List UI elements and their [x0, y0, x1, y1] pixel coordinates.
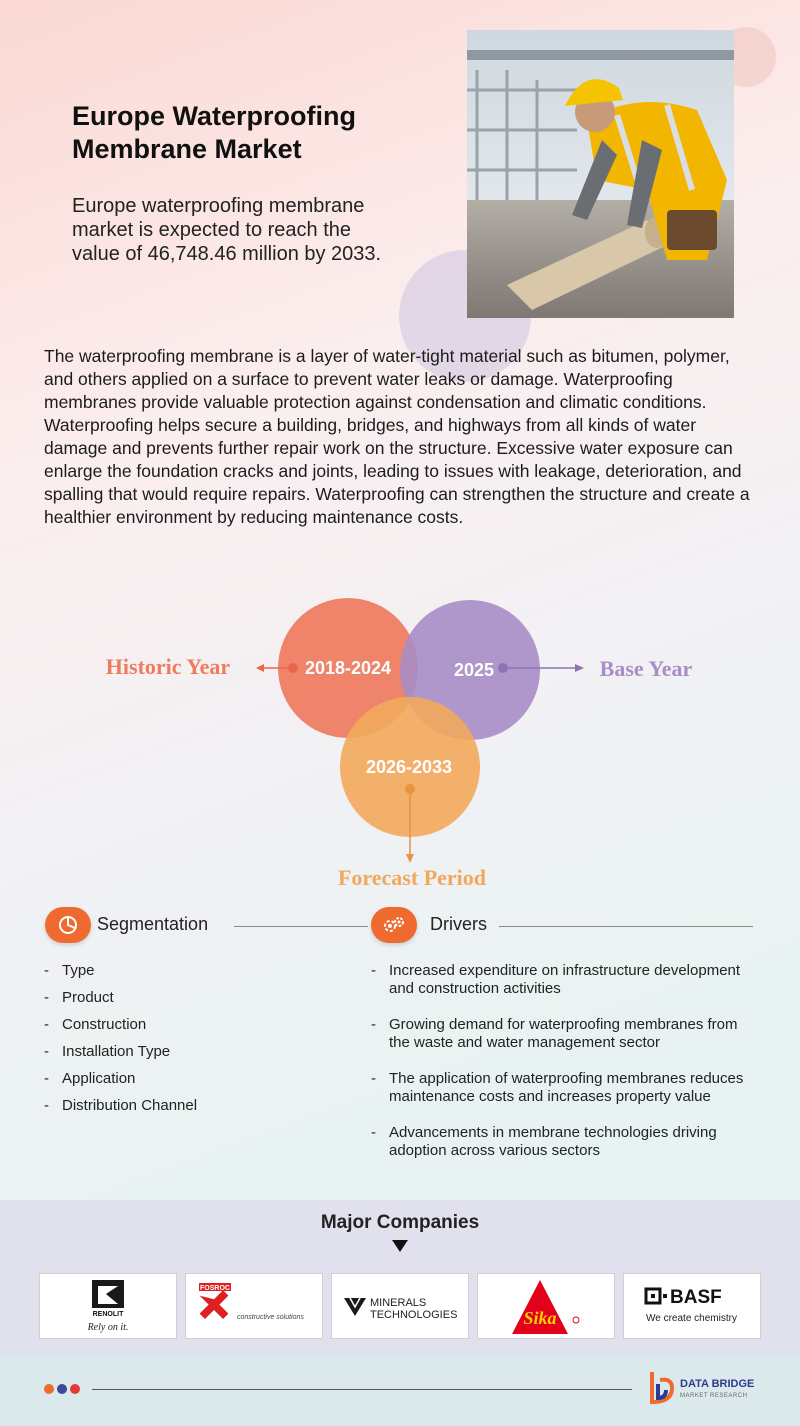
- down-arrow-icon: [392, 1240, 408, 1252]
- svg-text:MINERALS: MINERALS: [370, 1297, 426, 1309]
- svg-text:We create chemistry: We create chemistry: [646, 1313, 737, 1324]
- list-item: -The application of waterproofing membra…: [371, 1070, 744, 1105]
- svg-text:MARKET RESEARCH: MARKET RESEARCH: [680, 1393, 747, 1399]
- page-title: Europe Waterproofing Membrane Market: [72, 100, 432, 166]
- decorative-dot: [57, 1384, 67, 1394]
- worker-photo: [467, 30, 734, 318]
- list-item: -Distribution Channel: [44, 1097, 198, 1114]
- svg-text:FOSROC: FOSROC: [200, 1285, 230, 1292]
- title-line: Europe Waterproofing: [72, 101, 356, 131]
- market-summary: Europe waterproofing membrane market is …: [72, 195, 382, 265]
- divider: [499, 926, 753, 927]
- major-companies-section: Major Companies RENOLIT Rely on it. FOSR…: [0, 1200, 800, 1354]
- drivers-heading: Drivers: [430, 914, 487, 934]
- base-arrow-icon: [575, 664, 584, 672]
- svg-text:Sika: Sika: [523, 1308, 556, 1328]
- forecast-period-circle: [340, 697, 480, 837]
- list-item: -Application: [44, 1070, 136, 1087]
- svg-text:BASF: BASF: [670, 1287, 722, 1308]
- footer-divider: [92, 1389, 632, 1390]
- sika-logo: Sika: [477, 1273, 615, 1339]
- list-item: -Installation Type: [44, 1043, 171, 1060]
- drivers-list: -Increased expenditure on infrastructure…: [371, 962, 761, 1178]
- svg-text:DATA BRIDGE: DATA BRIDGE: [680, 1378, 754, 1390]
- renolit-logo: RENOLIT Rely on it.: [39, 1273, 177, 1339]
- gears-icon: [371, 907, 417, 943]
- list-item: -Advancements in membrane technologies d…: [371, 1124, 717, 1159]
- list-item: -Product: [44, 989, 114, 1006]
- pie-chart-icon: [45, 907, 91, 943]
- market-description: The waterproofing membrane is a layer of…: [44, 346, 750, 527]
- divider: [234, 926, 368, 927]
- data-bridge-logo: DATA BRIDGE MARKET RESEARCH: [648, 1368, 768, 1408]
- decorative-dot: [44, 1384, 54, 1394]
- svg-text:RENOLIT: RENOLIT: [93, 1311, 124, 1318]
- segmentation-list: -Type -Product -Construction -Installati…: [44, 957, 344, 1119]
- list-item: -Increased expenditure on infrastructure…: [371, 962, 741, 997]
- svg-text:Rely on it.: Rely on it.: [87, 1322, 129, 1333]
- fosroc-logo: FOSROC constructive solutions: [185, 1273, 323, 1339]
- title-line: Membrane Market: [72, 134, 302, 164]
- svg-text:constructive solutions: constructive solutions: [237, 1314, 304, 1321]
- major-companies-heading: Major Companies: [320, 1212, 480, 1233]
- minerals-technologies-logo: MINERALS TECHNOLOGIES: [331, 1273, 469, 1339]
- historic-arrow-icon: [256, 664, 264, 672]
- list-item: -Construction: [44, 1016, 147, 1033]
- footer: DATA BRIDGE MARKET RESEARCH: [0, 1354, 800, 1426]
- list-item: -Type: [44, 962, 95, 979]
- list-item: -Growing demand for waterproofing membra…: [371, 1016, 738, 1051]
- timeline-venn: 2018-2024 2025 2026-2033 Historic Year B…: [0, 585, 800, 905]
- forecast-period-label: Forecast Period: [338, 865, 486, 890]
- base-year-value: 2025: [454, 660, 494, 680]
- svg-text:TECHNOLOGIES: TECHNOLOGIES: [370, 1309, 457, 1321]
- decorative-dot: [70, 1384, 80, 1394]
- forecast-period-value: 2026-2033: [366, 757, 452, 777]
- base-year-label: Base Year: [600, 656, 693, 681]
- historic-year-label: Historic Year: [106, 654, 231, 679]
- segmentation-heading: Segmentation: [97, 914, 209, 934]
- basf-logo: BASF We create chemistry: [623, 1273, 761, 1339]
- forecast-arrow-icon: [406, 854, 414, 863]
- historic-year-value: 2018-2024: [305, 658, 391, 678]
